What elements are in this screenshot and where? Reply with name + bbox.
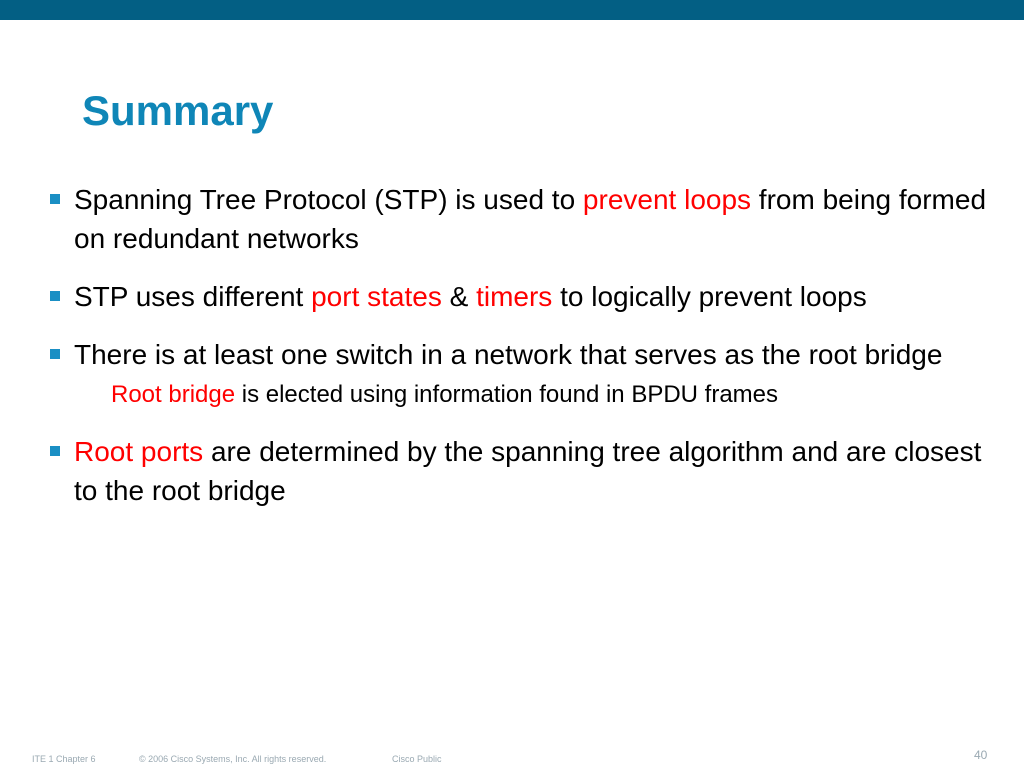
footer-classification: Cisco Public <box>392 754 442 764</box>
highlight-timers: timers <box>476 281 553 312</box>
top-bar <box>0 0 1024 20</box>
page-number: 40 <box>974 748 988 762</box>
bullet-item-stp-loops: Spanning Tree Protocol (STP) is used to … <box>48 180 998 258</box>
slide-title: Summary <box>82 87 274 134</box>
highlight-prevent-loops: prevent loops <box>582 184 752 215</box>
footer-chapter: ITE 1 Chapter 6 <box>32 754 96 764</box>
highlight-root-ports: Root ports <box>74 436 204 467</box>
bullet-text: are determined by the spanning tree algo… <box>74 436 982 506</box>
square-bullet-icon <box>50 194 60 204</box>
bullet-item-port-states: STP uses different port states & timers … <box>48 277 998 316</box>
bullet-text: from being formed on redundant networks <box>74 184 987 254</box>
bullet-list: Spanning Tree Protocol (STP) is used to … <box>48 180 998 529</box>
highlight-root-bridge: Root bridge <box>111 381 236 408</box>
sub-bullet-root-bridge-election: Root bridge is elected using information… <box>111 379 998 411</box>
bullet-text: to logically prevent loops <box>552 281 867 312</box>
bullet-item-root-bridge: There is at least one switch in a networ… <box>48 335 998 374</box>
footer: ITE 1 Chapter 6 © 2006 Cisco Systems, Inc… <box>32 754 442 765</box>
bullet-text: & <box>441 281 477 312</box>
highlight-port-states: port states <box>311 281 442 312</box>
square-bullet-icon <box>50 349 60 359</box>
square-bullet-icon <box>50 291 60 301</box>
bullet-text: STP uses different <box>74 281 312 312</box>
bullet-text: Spanning Tree Protocol (STP) is used to <box>74 184 583 215</box>
footer-copyright: © 2006 Cisco Systems, Inc. All rights re… <box>139 754 327 764</box>
square-bullet-icon <box>50 446 60 456</box>
bullet-text: There is at least one switch in a networ… <box>74 339 943 370</box>
sub-bullet-text: is elected using information found in BP… <box>235 381 779 408</box>
bullet-item-root-ports: Root ports are determined by the spannin… <box>48 432 998 510</box>
